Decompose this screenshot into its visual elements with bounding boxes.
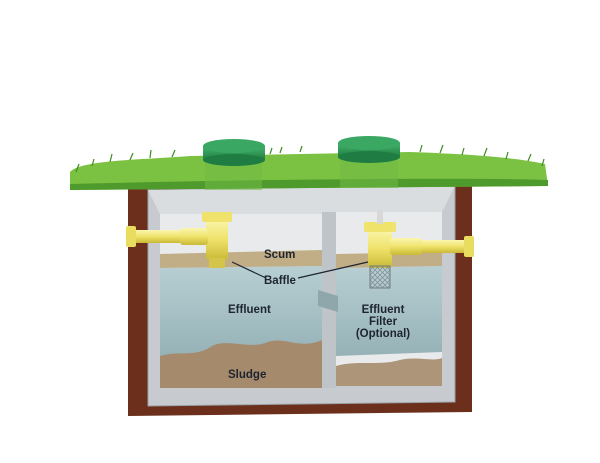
label-baffle: Baffle <box>264 275 296 287</box>
effluent-right <box>336 266 442 356</box>
riser-shaft-left <box>205 160 262 190</box>
inlet-pipe <box>130 230 182 243</box>
grass-edge <box>70 178 548 190</box>
inlet-tee-cap <box>202 212 232 222</box>
outlet-tee <box>368 228 392 268</box>
effluent-filter <box>369 265 391 289</box>
access-lid-left <box>203 139 265 166</box>
label-effluent-filter-2: Filter <box>369 316 398 328</box>
inlet-pipe-end <box>126 226 136 247</box>
outlet-tee-side <box>390 238 422 255</box>
riser-shaft-right <box>340 156 398 188</box>
label-effluent: Effluent <box>228 304 271 316</box>
sludge-layer-right <box>336 358 442 386</box>
divider-opening <box>318 290 338 312</box>
access-lid-right <box>338 136 400 163</box>
tank-top-slab <box>148 186 455 214</box>
inlet-tee-outlet <box>209 258 225 268</box>
filter-handle <box>377 210 383 224</box>
sludge-layer <box>160 340 322 388</box>
label-effluent-filter-1: Effluent <box>362 304 405 316</box>
label-scum: Scum <box>264 249 295 261</box>
outlet-tee-cap <box>364 222 396 232</box>
scum-layer <box>160 250 322 268</box>
outlet-pipe <box>420 240 468 253</box>
effluent-left <box>160 266 322 356</box>
inlet-tee-side <box>180 228 208 245</box>
label-sludge: Sludge <box>228 369 266 381</box>
inlet-baffle-tee <box>206 218 228 260</box>
outlet-pipe-end <box>464 236 474 257</box>
label-effluent-filter-3: (Optional) <box>356 328 410 340</box>
baffle-pointer-lines <box>231 261 369 279</box>
